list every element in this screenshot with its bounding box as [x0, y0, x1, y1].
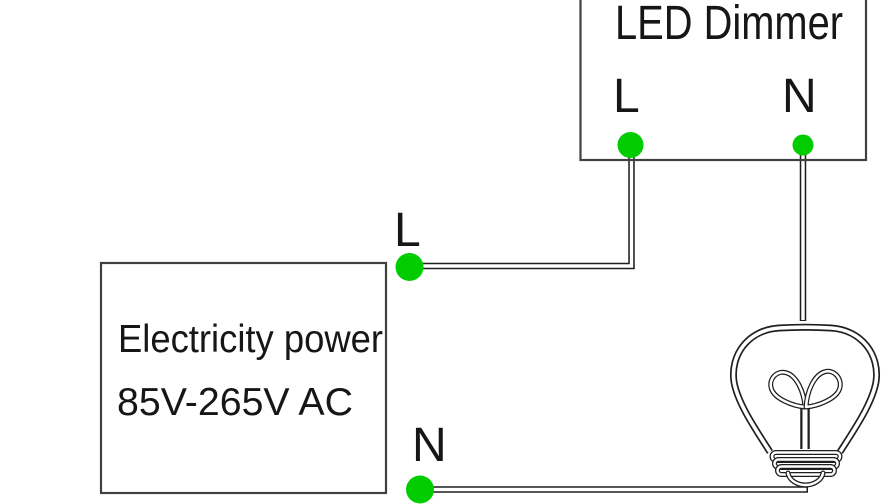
live-wire-core [409, 152, 634, 268]
power-live-terminal-label: L [394, 204, 421, 257]
led-dimmer-box [579, 0, 868, 162]
bulb-filament-right-loop-core [804, 370, 842, 409]
dimmer-neutral-terminal-dot [792, 134, 814, 156]
bulb-glass-core [731, 325, 879, 453]
bulb-bottom-contact-core [786, 471, 825, 487]
dimmer-live-terminal-label: L [613, 70, 640, 123]
power-neutral-terminal-label: N [412, 419, 447, 472]
led-dimmer-title: LED Dimmer [615, 0, 843, 50]
power-live-terminal-dot [395, 253, 424, 281]
dimmer-neutral-terminal-label: N [782, 70, 817, 123]
live-wire [409, 152, 635, 270]
power-supply-box [99, 261, 388, 495]
power-supply-label-line2: 85V-265V AC [117, 381, 353, 424]
power-neutral-terminal-dot [406, 475, 434, 504]
light-bulb-icon [729, 323, 881, 488]
dimmer-live-terminal-dot [617, 132, 644, 158]
wires [409, 152, 808, 493]
bulb-base-thread-3-core [776, 465, 836, 476]
power-supply-label-line1: Electricity power [118, 318, 383, 361]
bulb-filament-left-loop-core [769, 371, 807, 409]
